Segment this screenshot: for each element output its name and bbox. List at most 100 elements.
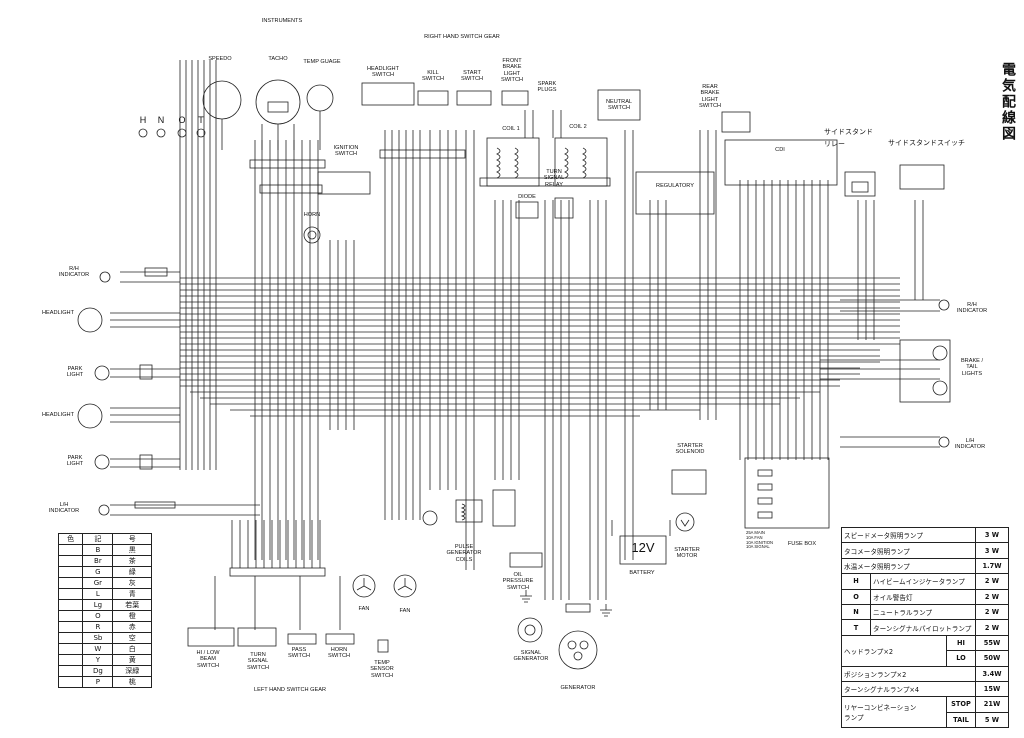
diode-label: DIODE <box>518 194 536 200</box>
cdi-label: CDI <box>775 147 785 153</box>
headlight-bottom-label: HEADLIGHT <box>41 412 74 418</box>
color-name: 白 <box>112 643 152 655</box>
bulb-watt: 3 W <box>975 542 1009 559</box>
color-name: 桃 <box>112 676 152 688</box>
color-code: L <box>82 588 114 600</box>
bulb-watt: 2 W <box>975 603 1009 621</box>
signal-generator-label: SIGNAL GENERATOR <box>513 650 549 663</box>
color-code: O <box>82 610 114 622</box>
harness-horizontal-lines <box>180 277 900 417</box>
bulb-name: ハイビームインジケータランプ <box>870 573 976 590</box>
coil1-label: COIL 1 <box>502 126 520 132</box>
color-code: R <box>82 621 114 633</box>
color-code: P <box>82 676 114 688</box>
bulb-key: N <box>841 603 871 621</box>
speedo-label: SPEEDO <box>208 56 232 62</box>
bulb-name: ポジションランプ×2 <box>841 665 976 682</box>
fuse-item: 10A IGNITION <box>746 539 773 545</box>
spark-plugs-label: SPARK PLUGS <box>537 81 557 94</box>
battery-voltage: 12V <box>631 540 655 555</box>
start-switch-label: START SWITCH <box>460 70 484 83</box>
bulb-watt: 2 W <box>975 588 1009 605</box>
bulb-watt: 5 W <box>975 711 1009 729</box>
bulb-watt: 21W <box>975 696 1009 713</box>
bulb-name: ターンシグナルパイロットランプ <box>870 619 976 636</box>
horn-switch-label: HORN SWITCH <box>327 647 351 660</box>
color-code: B <box>82 544 114 556</box>
headlight-switch-label: HEADLIGHT SWITCH <box>366 66 399 79</box>
color-name: 赤 <box>112 621 152 633</box>
bulb-name: ターンシグナルランプ×4 <box>841 680 976 698</box>
pulse-generator-coils-label: PULSE GENERATOR COILS <box>446 544 482 563</box>
color-name: 橙 <box>112 610 152 622</box>
battery-label: BATTERY <box>629 570 655 576</box>
color-name: 灰 <box>112 577 152 589</box>
temp-sensor-switch-label: TEMP SENSOR SWITCH <box>370 660 394 679</box>
ignition-switch-label: IGNITION SWITCH <box>333 145 359 158</box>
bulb-key: H <box>841 573 871 590</box>
bulb-name: 水温メータ照明ランプ <box>841 557 976 575</box>
headlight-top-label: HEADLIGHT <box>41 310 74 316</box>
left-hand-switch-gear-label: LEFT HAND SWITCH GEAR <box>253 687 326 693</box>
color-name: 茶 <box>112 555 152 567</box>
color-code: Dg <box>82 665 114 677</box>
instruments-label: INSTRUMENTS <box>261 18 303 24</box>
lh-indicator-left-label: L/H INDICATOR <box>48 502 80 515</box>
neutral-switch-label: NEUTRAL SWITCH <box>605 99 633 112</box>
bulb-name: スピードメータ照明ランプ <box>841 526 976 544</box>
brake-tail-lights-label: BRAKE / TAIL LIGHTS <box>960 358 984 377</box>
turn-signal-switch-label: TURN SIGNAL SWITCH <box>246 652 270 671</box>
bulb-sub: HI <box>946 634 976 652</box>
park-light-top-label: PARK LIGHT <box>66 366 84 379</box>
color-name: 黒 <box>112 544 152 556</box>
bulb-watt: 55W <box>975 634 1009 652</box>
turn-signal-relay-label: TURN SIGNAL RELAY <box>543 169 565 188</box>
indicator-letter-n: N <box>157 115 165 125</box>
bulb-watt: 2 W <box>975 573 1009 590</box>
color-code: Sb <box>82 632 114 644</box>
right-hand-switch-gear-label: RIGHT HAND SWITCH GEAR <box>424 34 500 40</box>
color-code: G <box>82 566 114 578</box>
fuse-item: 10A SIGNAL <box>746 544 770 550</box>
side-stand-relay-label: サイドスタンド リレー <box>824 128 873 148</box>
fuse-item: 25A MAIN <box>746 530 765 535</box>
hi-low-beam-switch-label: HI / LOW BEAM SWITCH <box>196 650 220 669</box>
bulb-watt: 15W <box>975 680 1009 698</box>
color-code: W <box>82 643 114 655</box>
starter-solenoid-label: STARTER SOLENOID <box>675 443 705 456</box>
rear-brake-light-switch-label: REAR BRAKE LIGHT SWITCH <box>698 84 722 110</box>
color-code-header-cell: 色 <box>57 533 84 545</box>
fuse-list: 25A MAIN 10A FAN 10A IGNITION 10A SIGNAL <box>746 530 773 550</box>
fan-label-2: FAN <box>399 608 411 614</box>
regulator-label: REGULATORY <box>656 183 694 189</box>
bulb-watt: 1.7W <box>975 557 1009 575</box>
fan-label-1: FAN <box>358 606 370 612</box>
color-name: 青 <box>112 588 152 600</box>
color-name: 若葉 <box>112 599 152 611</box>
bulb-sub: TAIL <box>946 711 976 729</box>
lh-indicator-right-label: L/H INDICATOR <box>954 438 986 451</box>
color-name: 緑 <box>112 566 152 578</box>
fuse-box-label: FUSE BOX <box>787 541 817 547</box>
color-code: Y <box>82 654 114 666</box>
park-light-bottom-label: PARK LIGHT <box>66 455 84 468</box>
